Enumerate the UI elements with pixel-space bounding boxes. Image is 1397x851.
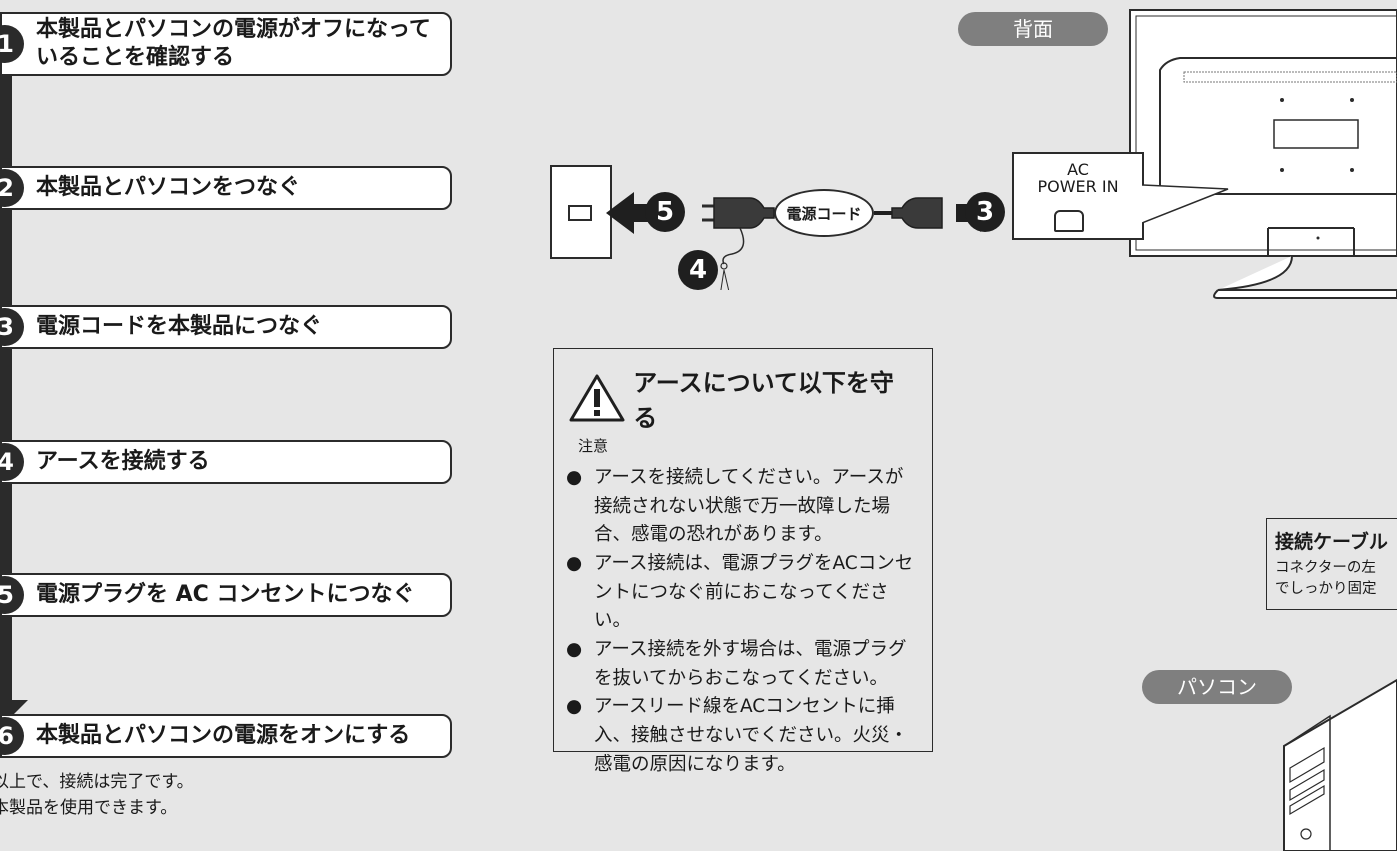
cable-box-line-1: コネクターの左 bbox=[1275, 560, 1376, 576]
bullet: ● bbox=[566, 553, 583, 575]
pc-tower-illustration bbox=[1283, 678, 1397, 851]
bullet: ● bbox=[566, 467, 583, 488]
power-in-label: POWER IN bbox=[1037, 176, 1119, 196]
step-5: 5 電源プラグを AC コンセントにつなぐ bbox=[0, 573, 452, 618]
step-text: アースを接続する bbox=[36, 449, 210, 474]
cable-box-text: コネクターの左 でしっかり固定 bbox=[1275, 558, 1397, 600]
marker-3: 3 bbox=[965, 192, 1005, 232]
cable-info-box: 接続ケーブル コネクターの左 でしっかり固定 bbox=[1266, 518, 1397, 610]
step-number: 2 bbox=[0, 169, 24, 208]
power-cord-illustration bbox=[606, 192, 1002, 290]
bullet: ● bbox=[566, 639, 583, 661]
marker-4: 4 bbox=[678, 250, 718, 290]
cable-box-title: 接続ケーブル bbox=[1275, 531, 1388, 553]
step-number: 5 bbox=[0, 576, 24, 615]
wall-outlet bbox=[550, 165, 612, 259]
step-6: 6 本製品とパソコンの電源をオンにする bbox=[0, 714, 452, 759]
rear-label: 背面 bbox=[958, 12, 1108, 46]
closing-line-2: 本製品を使用できます。 bbox=[0, 797, 178, 818]
ac-label: AC bbox=[1067, 160, 1089, 179]
pc-label: パソコン bbox=[1142, 670, 1292, 704]
step-number: 3 bbox=[0, 308, 24, 347]
callout-pointer bbox=[1142, 184, 1229, 224]
caution-box: アースについて以下を守る 注意 ● アースを接続してください。アースが接続されな… bbox=[553, 348, 933, 775]
closing-line-1: 以上で、接続は完了です。 bbox=[0, 772, 194, 792]
step-text: 電源プラグを AC コンセントにつなぐ bbox=[36, 582, 415, 607]
bullet: ● bbox=[566, 696, 583, 718]
cable-box-line-2: でしっかり固定 bbox=[1275, 581, 1377, 598]
power-cord-label: 電源コード bbox=[774, 189, 874, 237]
caution-item: ● アースリード線をACコンセントに挿入、接触させないでください。火災・感電の原… bbox=[566, 693, 914, 779]
step-4: 4 アースを接続する bbox=[0, 440, 452, 485]
caution-item-text: アース接続を外す場合は、電源プラグを抜いてからおこなってください。 bbox=[594, 639, 907, 689]
ac-power-in-callout: AC POWER IN bbox=[1012, 152, 1144, 240]
step-3: 3 電源コードを本製品につなぐ bbox=[0, 305, 452, 350]
step-text: 本製品とパソコンの電源がオフになっていることを確認する bbox=[36, 16, 431, 70]
caution-title: アースについて以下を守る bbox=[633, 369, 894, 432]
caution-subtitle: 注意 bbox=[578, 437, 609, 455]
caution-header: アースについて以下を守る bbox=[568, 363, 914, 433]
step-text: 本製品とパソコンの電源をオンにする bbox=[36, 723, 411, 748]
step-number: 6 bbox=[0, 717, 24, 756]
caution-item: ● アース接続を外す場合は、電源プラグを抜いてからおこなってください。 bbox=[566, 636, 914, 693]
ac-inlet-icon bbox=[1054, 210, 1084, 232]
caution-item-text: アースを接続してください。アースが接続されない状態で万一故障した場合、感電の恐れ… bbox=[594, 467, 904, 546]
marker-5: 5 bbox=[645, 192, 685, 232]
caution-list: ● アースを接続してください。アースが接続されない状態で万一故障した場合、感電の… bbox=[566, 464, 914, 779]
step-text: 電源コードを本製品につなぐ bbox=[36, 314, 323, 339]
flow-line bbox=[0, 70, 12, 730]
warning-triangle-icon bbox=[569, 374, 625, 422]
outlet-socket-icon bbox=[568, 205, 592, 221]
step-number: 4 bbox=[0, 443, 24, 482]
step-number: 1 bbox=[0, 25, 24, 63]
caution-item: ● アースを接続してください。アースが接続されない状態で万一故障した場合、感電の… bbox=[566, 464, 914, 550]
step-2: 2 本製品とパソコンをつなぐ bbox=[0, 166, 452, 211]
closing-text: 以上で、接続は完了です。 本製品を使用できます。 bbox=[0, 770, 194, 821]
step-text: 本製品とパソコンをつなぐ bbox=[36, 175, 301, 200]
caution-item-text: アースリード線をACコンセントに挿入、接触させないでください。火災・感電の原因に… bbox=[594, 696, 908, 775]
caution-item-text: アース接続は、電源プラグをACコンセントにつなぐ前におこなってください。 bbox=[594, 553, 914, 632]
caution-item: ● アース接続は、電源プラグをACコンセントにつなぐ前におこなってください。 bbox=[566, 550, 914, 636]
step-1: 1 本製品とパソコンの電源がオフになっていることを確認する bbox=[0, 12, 452, 76]
monitor-rear-illustration bbox=[1129, 9, 1397, 299]
